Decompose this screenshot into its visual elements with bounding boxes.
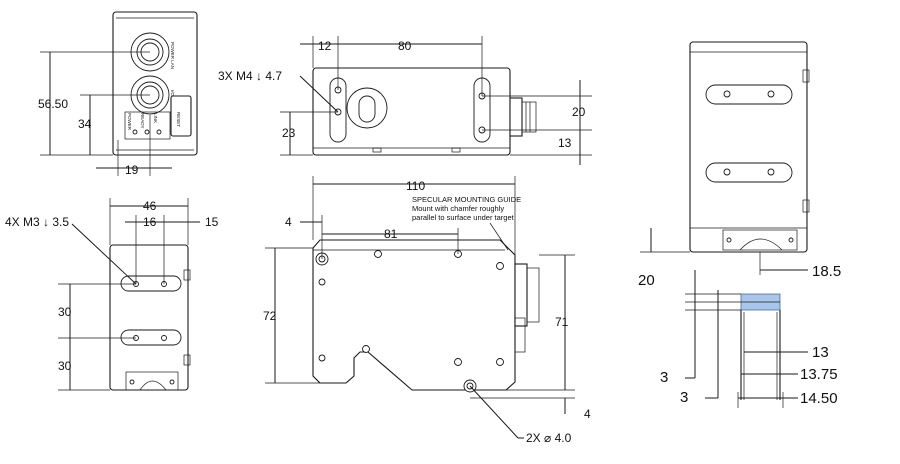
pin-hole-callout: 2X ⌀ 4.0: [526, 431, 572, 445]
dim-bottom-pitch-2: 30: [58, 359, 72, 373]
dim-slot-spacing: 80: [398, 39, 412, 53]
dim-bottom-width: 46: [143, 199, 157, 213]
note-mounting-line1: Mount with chamfer roughly: [412, 204, 504, 213]
dim-connector-height: 56.50: [38, 97, 68, 111]
thread-callout-bottom: 4X M3 ↓ 3.5: [5, 215, 69, 229]
dim-edge-offset: 4: [285, 215, 292, 229]
label-status-power: POWER: [127, 113, 132, 131]
dim-window-width-1: 13: [812, 344, 829, 361]
dim-bottom-pitch-1: 30: [58, 305, 72, 319]
side-view: 110 SPECULAR MOUNTING GUIDE Mount with c…: [263, 176, 591, 445]
front-view: 20 18.5: [638, 41, 841, 289]
dim-hole-offset: 12: [318, 39, 332, 53]
dim-bottom-edge: 15: [205, 215, 219, 229]
dim-window-width-3: 14.50: [800, 390, 838, 407]
window-section: 3 3 13 13.75 14.50: [660, 270, 838, 408]
thread-callout-top: 3X M4 ↓ 4.7: [218, 69, 282, 83]
dim-housing-height: 71: [555, 315, 569, 329]
dim-window-offset: 18.5: [812, 263, 841, 280]
dim-window-depth-1: 3: [660, 369, 668, 386]
dim-hole-height: 23: [282, 126, 296, 140]
note-mounting-title: SPECULAR MOUNTING GUIDE: [412, 195, 521, 204]
dim-mount-offset: 81: [384, 227, 398, 241]
dim-length: 110: [406, 179, 425, 193]
dim-side-depth: 20: [572, 105, 586, 119]
dim-body-height: 72: [263, 309, 277, 323]
dim-connector-width: 19: [125, 163, 139, 177]
label-power-lan: POWER LAN: [170, 42, 175, 69]
label-reset: RESET: [176, 112, 181, 127]
bottom-view: 46 16 15 4X M3 ↓ 3.5 30 30: [5, 198, 219, 391]
top-view: 12 80 3X M4 ↓ 4.7 23 20 13: [218, 36, 592, 165]
dim-side-offset: 13: [558, 136, 572, 150]
connector-end-view: POWER LAN I/O POWER READY LINK RESET 56.…: [38, 11, 198, 177]
dim-bottom-inner: 16: [143, 215, 157, 229]
label-io: I/O: [170, 90, 175, 97]
dim-window-depth-2: 3: [680, 389, 688, 406]
dim-lower-offset: 4: [584, 407, 591, 421]
dim-window-standoff: 20: [638, 272, 655, 289]
label-status-ready: READY: [140, 113, 145, 129]
dim-window-width-2: 13.75: [800, 366, 838, 383]
dim-connector-offset: 34: [78, 117, 92, 131]
note-mounting-line2: parallel to surface under target: [412, 213, 515, 222]
label-status-link: LINK: [153, 113, 158, 123]
